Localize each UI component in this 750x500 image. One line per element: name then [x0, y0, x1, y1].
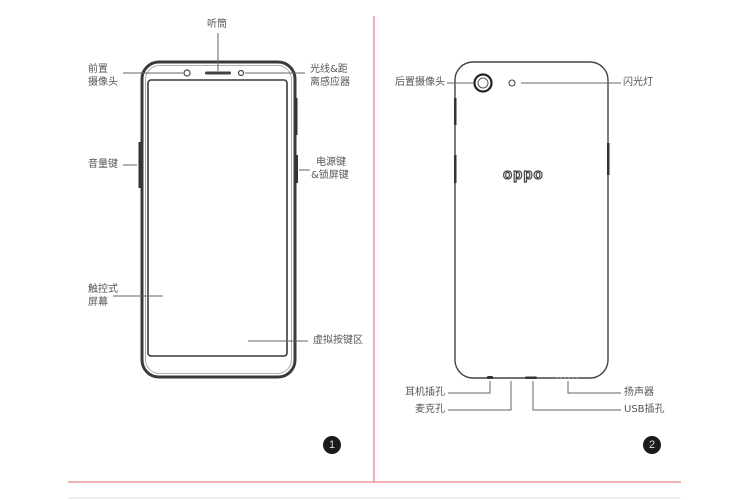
leader-usb [532, 381, 621, 411]
label-usb-port: USB插孔 [624, 404, 665, 415]
label-power-key-2: &锁屏键 [311, 170, 349, 181]
label-light-sensor-2: 离感应器 [310, 77, 350, 88]
front-phone-body [140, 60, 297, 379]
power-button [295, 155, 298, 183]
flash [508, 79, 516, 87]
front-camera [183, 69, 191, 77]
leader-microphone [448, 381, 512, 411]
touch-screen [147, 79, 288, 357]
side-button-upper [295, 98, 298, 135]
label-headphone-jack: 耳机插孔 [405, 387, 445, 398]
label-volume-key: 音量键 [88, 159, 118, 170]
label-touch-screen-1: 触控式 [88, 284, 118, 295]
leader-headphone-jack [448, 381, 491, 394]
label-flash: 闪光灯 [623, 77, 653, 88]
back-phone-body [454, 61, 609, 379]
usb-port [525, 376, 537, 379]
earpiece [205, 71, 231, 75]
badge-front-view: 1 [323, 436, 341, 454]
label-touch-screen-2: 屏幕 [88, 297, 108, 308]
headphone-jack [487, 376, 493, 379]
label-light-sensor-1: 光线&距 [310, 64, 348, 75]
back-left-button-upper [454, 98, 457, 125]
label-front-camera-2: 摄像头 [88, 77, 118, 88]
light-sensor [237, 69, 245, 77]
back-phone [447, 61, 621, 411]
front-phone [113, 33, 310, 379]
label-front-camera-1: 前置 [88, 64, 108, 75]
volume-button [138, 142, 142, 188]
back-left-button-lower [454, 155, 457, 183]
label-earpiece: 听筒 [207, 19, 227, 30]
back-right-button [607, 143, 610, 175]
label-speaker: 扬声器 [624, 387, 654, 398]
label-power-key-1: 电源键 [316, 157, 346, 168]
rear-camera-lens [477, 77, 489, 89]
leader-speaker [567, 381, 621, 394]
label-microphone: 麦克孔 [415, 404, 445, 415]
label-rear-camera: 后置摄像头 [395, 77, 445, 88]
front-phone-inner-edge [145, 65, 292, 374]
badge-back-view: 2 [643, 436, 661, 454]
rear-camera [473, 73, 493, 93]
oppo-logo: oppo [502, 165, 544, 183]
label-virtual-keys: 虚拟按键区 [313, 335, 363, 346]
